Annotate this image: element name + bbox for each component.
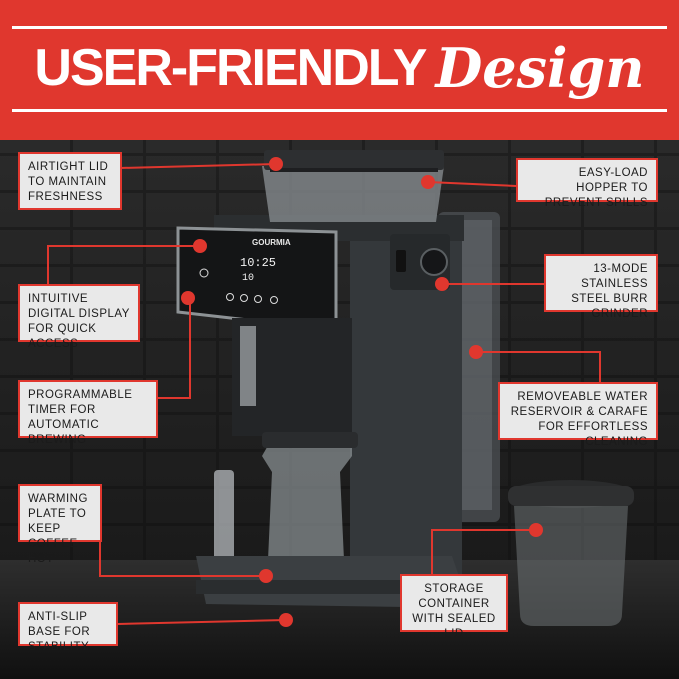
dot-warming-plate [259,569,273,583]
line-timer [158,298,191,399]
label-warming-plate: WARMING PLATE TO KEEP COFFEE HOT [18,484,102,565]
title-user-friendly: USER-FRIENDLY [34,39,427,97]
display-sub: 10 [242,273,254,284]
label-airtight-lid: AIRTIGHT LID TO MAINTAIN FRESHNESS [18,152,122,210]
line-warming-plate [99,540,266,577]
panel-button-2 [240,294,248,302]
carafe-handle [214,470,234,580]
storage-lid-rim [508,486,634,506]
panel-button-3 [254,295,262,303]
panel-button-4 [270,296,278,304]
dot-lid [269,157,283,171]
title-design: Design [435,36,645,100]
grinder-knob [420,248,448,276]
power-button [199,268,209,278]
line-base [117,619,287,625]
banner-top-rule [12,26,667,29]
dot-storage [529,523,543,537]
bean-hopper [262,166,444,222]
line-hopper [427,181,517,187]
banner-bottom-rule [12,109,667,112]
grinder-switch [396,250,406,272]
line-digital-display [47,245,200,300]
panel-button-1 [226,293,234,301]
label-digital-display: INTUITIVE DIGITAL DISPLAY FOR QUICK ACCE… [18,284,140,350]
dot-grinder [435,277,449,291]
line-storage [431,529,536,576]
brand-logo: GOURMIA [252,238,291,247]
display-time: 10:25 [240,256,276,270]
glass-carafe [262,442,352,574]
label-storage: STORAGE CONTAINER WITH SEALED LID [400,574,508,640]
header-banner [0,0,679,140]
dot-reservoir [469,345,483,359]
label-grinder: 13-MODE STAINLESS STEEL BURR GRINDER [544,254,658,320]
line-airtight-lid [119,163,277,169]
dot-timer [181,291,195,305]
label-reservoir: REMOVEABLE WATER RESERVOIR & CARAFE FOR … [498,382,658,448]
dot-hopper [421,175,435,189]
hopper-lid [264,150,444,170]
storage-container [514,506,628,626]
carafe-lid [262,432,358,448]
line-reservoir [476,351,601,384]
label-base: ANTI-SLIP BASE FOR STABILITY [18,602,118,653]
label-timer: PROGRAMMABLE TIMER FOR AUTOMATIC BREWING [18,380,158,446]
dot-base [279,613,293,627]
dot-display [193,239,207,253]
hopper-seal [270,168,438,172]
carafe-handle-top [240,326,256,406]
label-hopper: EASY-LOAD HOPPER TO PREVENT SPILLS [516,158,658,209]
